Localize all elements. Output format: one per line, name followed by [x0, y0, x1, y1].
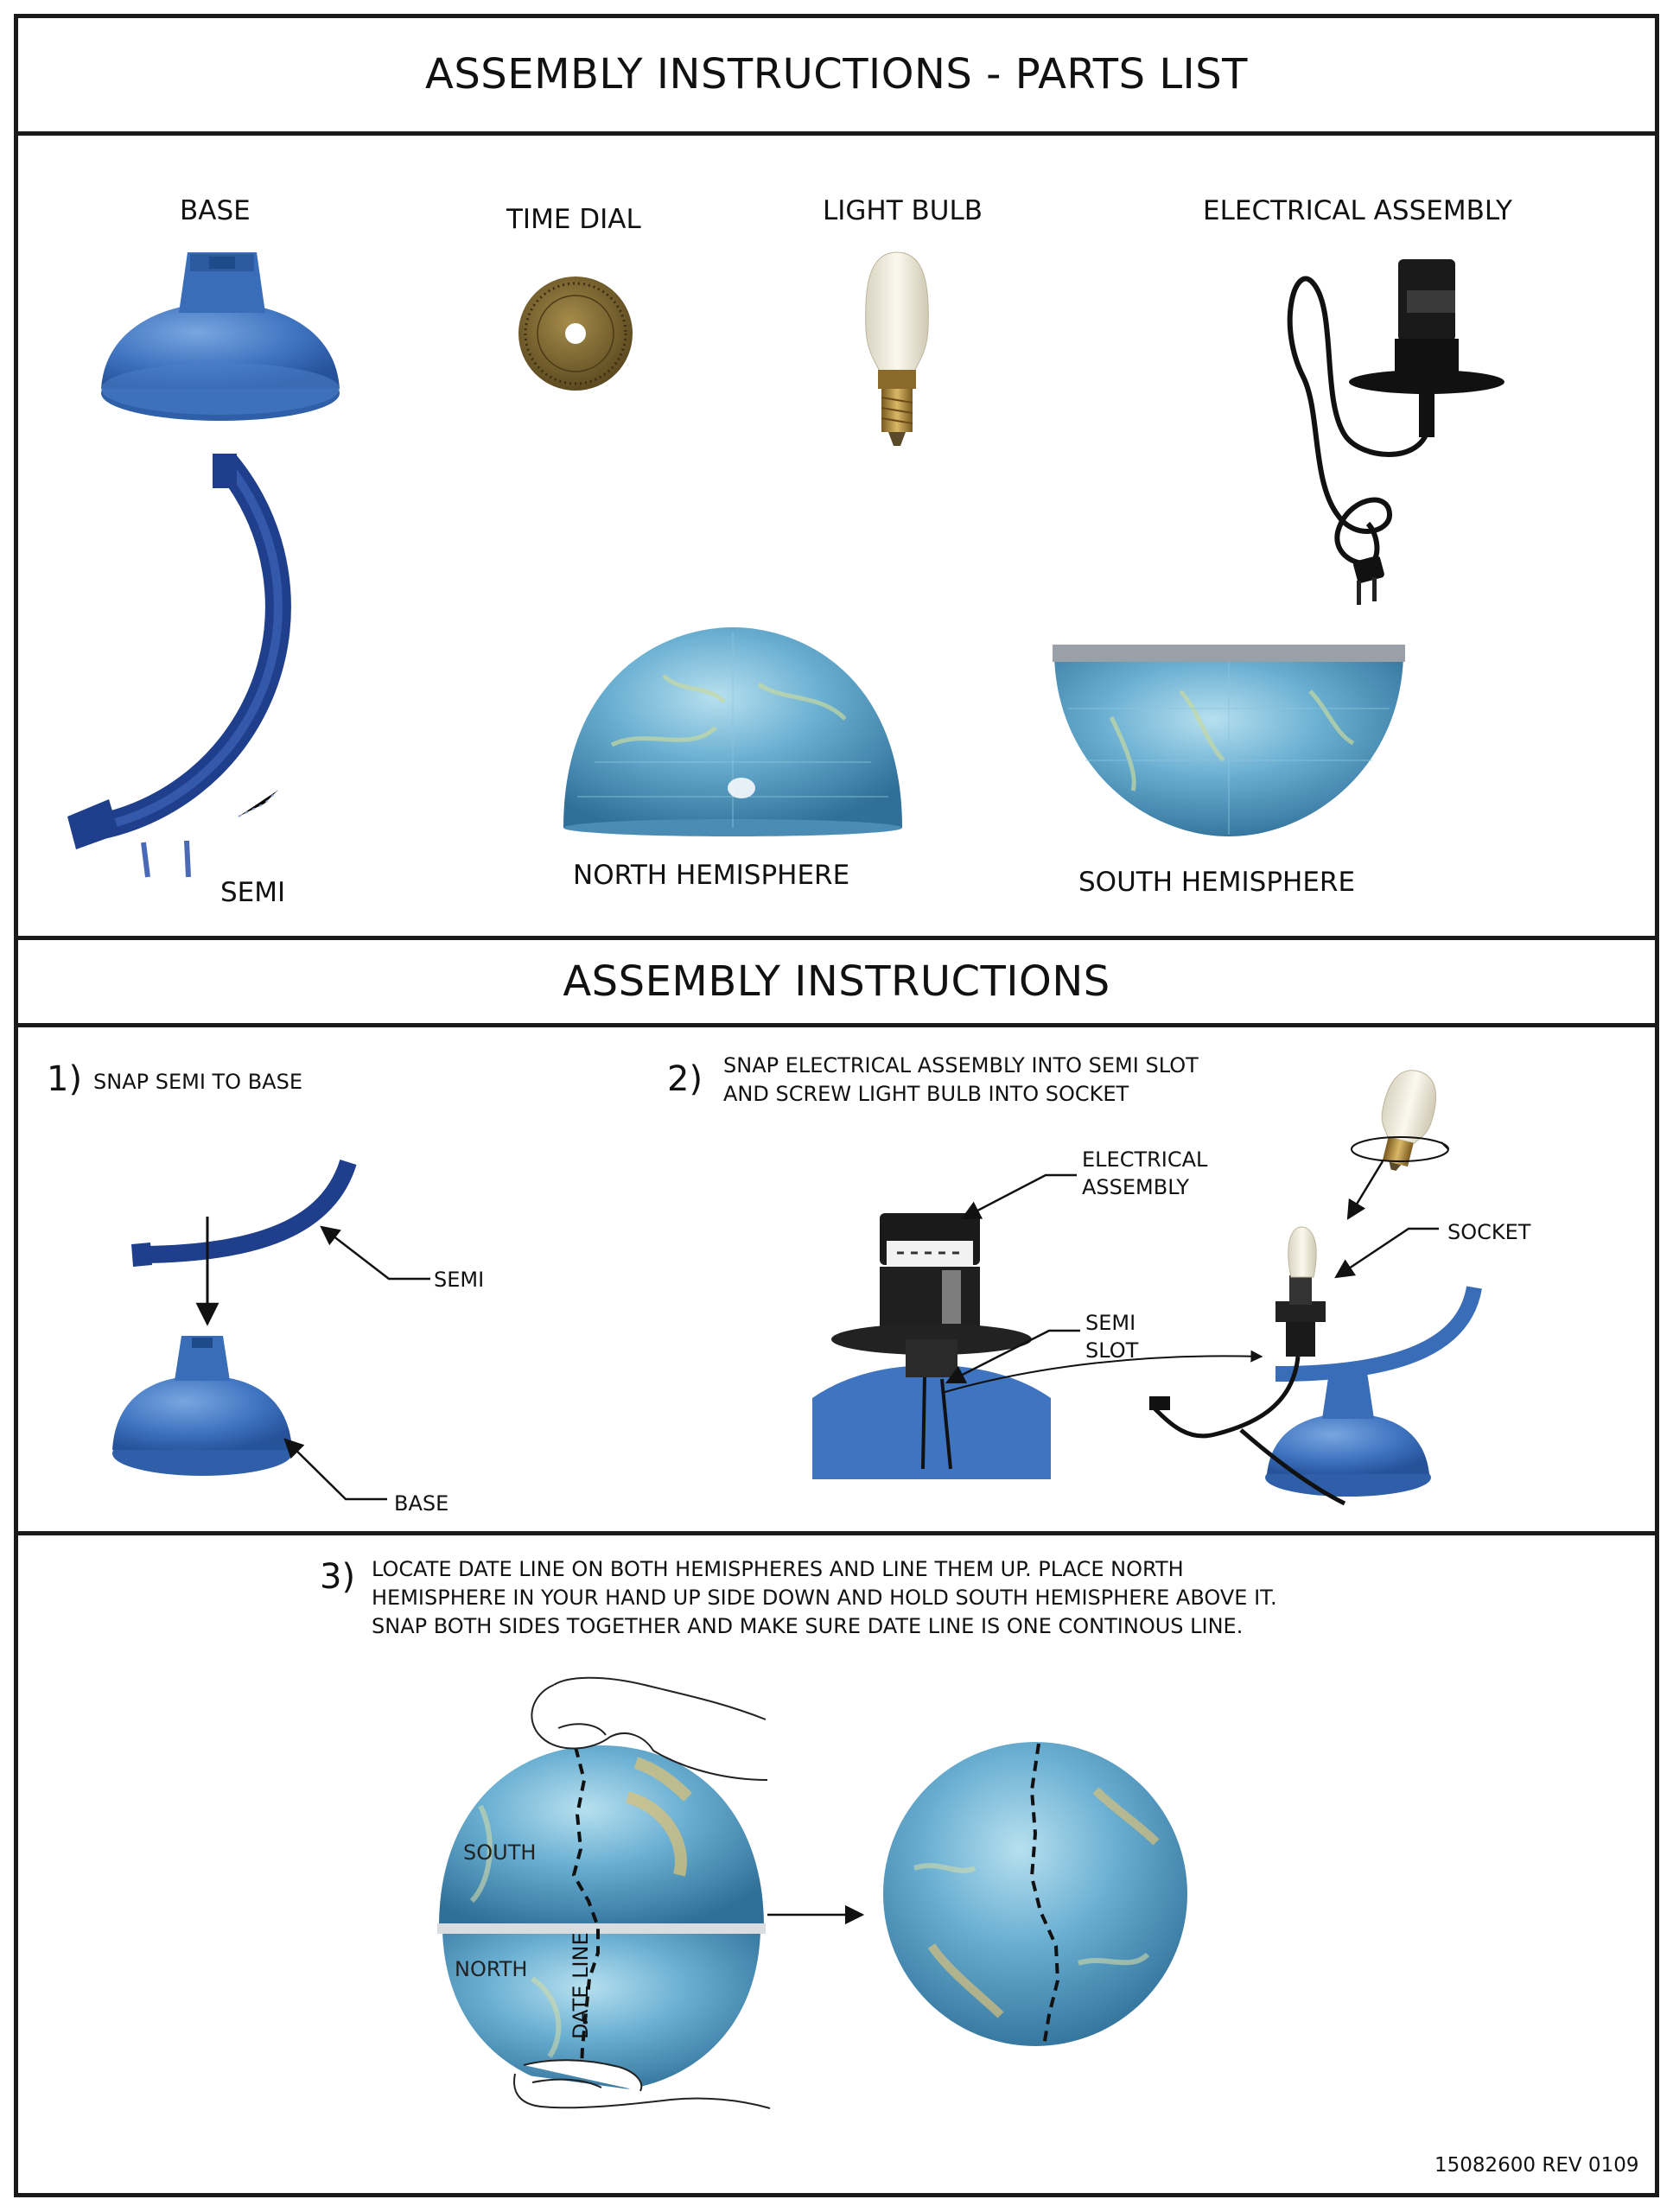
step2-label-socket: SOCKET	[1447, 1220, 1531, 1244]
divider-line	[14, 936, 1659, 940]
step3-instruction-line1: LOCATE DATE LINE ON BOTH HEMISPHERES AND…	[372, 1557, 1184, 1581]
step3-label-date-line: DATE LINE	[569, 1932, 593, 2039]
divider-line	[14, 131, 1659, 136]
electrical-label-line1: ELECTRICAL	[1082, 1147, 1208, 1172]
step2-label-electrical-assembly: ELECTRICAL ASSEMBLY	[1082, 1146, 1207, 1201]
step2-label-semi-slot: SEMI SLOT	[1085, 1309, 1138, 1364]
step1-base-image	[109, 1331, 299, 1482]
step2-instruction-line1: SNAP ELECTRICAL ASSEMBLY INTO SEMI SLOT	[723, 1053, 1199, 1077]
step3-globe-in-hands-image	[429, 1668, 778, 2117]
base-image	[97, 242, 347, 428]
step3-assembled-globe-image	[880, 1738, 1191, 2050]
north-hemisphere-image	[560, 624, 906, 838]
step3-instruction-line3: SNAP BOTH SIDES TOGETHER AND MAKE SURE D…	[372, 1614, 1244, 1638]
semi-slot-label-line2: SLOT	[1085, 1338, 1139, 1363]
divider-line	[14, 1531, 1659, 1535]
step2-loose-bulb-image	[1376, 1068, 1436, 1172]
part-label-semi: SEMI	[220, 877, 286, 908]
part-label-base: BASE	[180, 195, 251, 226]
south-hemisphere-image	[1051, 639, 1407, 840]
semi-image	[66, 454, 385, 903]
time-dial-image	[517, 275, 634, 392]
step2-instruction-line2: AND SCREW LIGHT BULB INTO SOCKET	[723, 1082, 1129, 1106]
part-label-south-hemisphere: SOUTH HEMISPHERE	[1078, 867, 1356, 898]
step1-label-semi: SEMI	[434, 1268, 485, 1292]
step1-label-base: BASE	[394, 1491, 449, 1516]
divider-line	[14, 1023, 1659, 1027]
part-label-north-hemisphere: NORTH HEMISPHERE	[573, 860, 850, 891]
light-bulb-image	[862, 251, 932, 449]
step3-label-south: SOUTH	[463, 1840, 537, 1865]
step2-socket-assembly-image	[1137, 1097, 1483, 1521]
electrical-assembly-image	[1286, 256, 1504, 610]
step1-instruction: SNAP SEMI TO BASE	[93, 1070, 302, 1094]
part-label-time-dial: TIME DIAL	[506, 204, 641, 235]
step3-instruction-line2: HEMISPHERE IN YOUR HAND UP SIDE DOWN AND…	[372, 1586, 1277, 1610]
part-label-light-bulb: LIGHT BULB	[823, 195, 983, 226]
step2-electrical-closeup-image	[812, 1210, 1051, 1479]
doc-number: 15082600 REV 0109	[1434, 2154, 1639, 2177]
assembly-title: ASSEMBLY INSTRUCTIONS	[563, 957, 1110, 1006]
step2-number: 2)	[667, 1059, 703, 1099]
step3-label-north: NORTH	[455, 1957, 528, 1981]
parts-list-title: ASSEMBLY INSTRUCTIONS - PARTS LIST	[424, 50, 1248, 99]
step1-semi-image	[128, 1158, 361, 1270]
part-label-electrical-assembly: ELECTRICAL ASSEMBLY	[1203, 195, 1512, 226]
semi-slot-label-line1: SEMI	[1085, 1311, 1136, 1335]
step3-number: 3)	[320, 1557, 356, 1597]
page-frame	[14, 14, 1659, 2197]
step1-number: 1)	[47, 1059, 83, 1099]
electrical-label-line2: ASSEMBLY	[1082, 1175, 1190, 1199]
